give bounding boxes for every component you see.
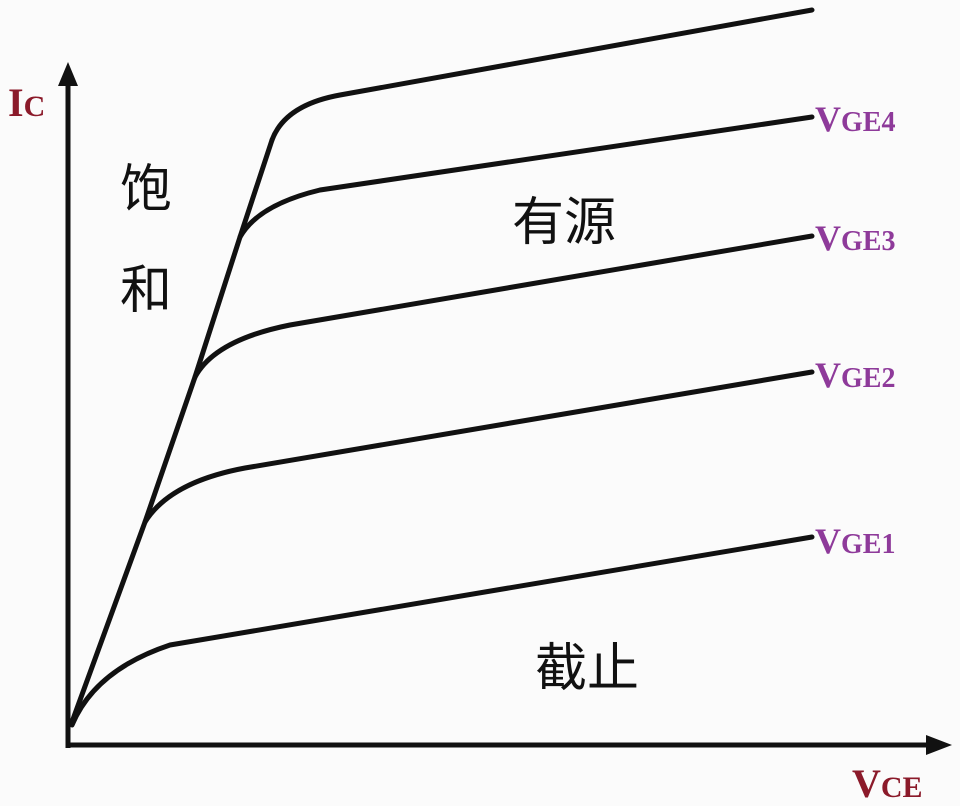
curve-label-vge1: VGE1 bbox=[815, 521, 895, 561]
curve-label-vge4: VGE4 bbox=[815, 99, 895, 139]
region-active: 有源 bbox=[512, 193, 616, 253]
y-axis-arrow bbox=[58, 62, 78, 86]
curves bbox=[69, 7, 815, 728]
curve-label-vge3: VGE3 bbox=[815, 218, 895, 258]
curve-vge1 bbox=[69, 534, 815, 728]
curve-label-vge2: VGE2 bbox=[815, 355, 895, 395]
region-saturation-char-2: 和 bbox=[120, 261, 172, 321]
curve-vge4 bbox=[237, 114, 815, 240]
curve-top bbox=[269, 7, 815, 143]
curve-vge3 bbox=[192, 233, 815, 380]
x-axis-label: VCE bbox=[852, 761, 923, 806]
region-cutoff: 截止 bbox=[535, 639, 639, 699]
region-saturation-char-1: 饱 bbox=[120, 160, 172, 220]
x-axis-arrow bbox=[926, 735, 952, 755]
curve-vge2 bbox=[142, 369, 815, 525]
y-axis-label: IC bbox=[8, 80, 45, 125]
